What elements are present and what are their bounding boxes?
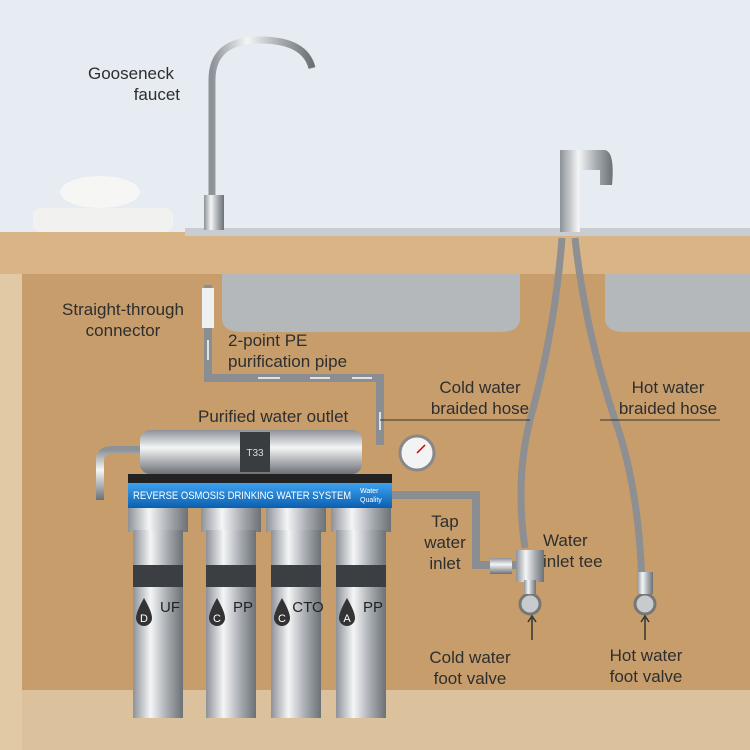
membrane-model: T33 (246, 448, 264, 459)
label-line: 2-point PE (228, 331, 308, 350)
filter-cap (201, 508, 261, 532)
filter-name: CTO (292, 599, 323, 616)
countertop (0, 232, 750, 274)
basin-faucet (560, 150, 613, 232)
filter-stage-letter: A (343, 613, 351, 625)
filter-name: PP (363, 599, 383, 616)
water-drop-icon (136, 598, 152, 626)
filter-name: UF (160, 599, 180, 616)
filter-cap (331, 508, 391, 532)
label-line: water (424, 533, 466, 552)
label-line: Gooseneck (88, 64, 174, 83)
filter-stage-letter: D (140, 613, 148, 625)
system-band-text: REVERSE OSMOSIS DRINKING WATER SYSTEM (133, 490, 352, 502)
flow-arrows (207, 340, 381, 430)
filter-cap (128, 508, 188, 532)
gauge-needle (416, 444, 426, 454)
label-line: foot valve (433, 669, 507, 688)
label-gooseneck-faucet: Gooseneck faucet (88, 63, 180, 105)
membrane-label (240, 432, 270, 472)
plates (33, 208, 173, 232)
label-cold-water-hose: Cold water braided hose (420, 377, 540, 419)
hot-valve-pointer (640, 614, 650, 640)
inlet-valve (490, 558, 512, 574)
label-line: braided hose (618, 399, 718, 418)
filter-band (271, 565, 321, 587)
cold-valve-stem (524, 580, 536, 594)
filter-name: PP (233, 599, 253, 616)
label-line: Straight-through (62, 300, 184, 319)
label-line: Tap (431, 512, 459, 531)
filter-stage-letter: C (278, 613, 286, 625)
bracket (128, 474, 392, 484)
label-line: faucet (133, 85, 180, 104)
water-drop-icon (209, 598, 225, 626)
label-pe-pipe: 2-point PE purification pipe (228, 330, 347, 372)
water-inlet-tee (516, 550, 544, 582)
label-line: Cold water (439, 378, 521, 397)
label-purified-water-outlet: Purified water outlet (198, 407, 349, 426)
label-line: Cold water (429, 648, 511, 667)
label-line: Hot water (609, 646, 683, 665)
label-water-inlet-tee: Water inlet tee (543, 530, 603, 572)
side-tube (96, 446, 140, 500)
blue-band (128, 483, 392, 508)
sink-basin-left (222, 274, 520, 332)
brand-logo: Water Quality (360, 488, 382, 504)
hot-valve-stem (637, 572, 653, 594)
sink-basin-right (605, 274, 750, 332)
gooseneck-faucet-base (204, 195, 224, 230)
straight-through-connector (202, 288, 214, 328)
gooseneck-faucet (208, 36, 316, 230)
filter-band (133, 565, 183, 587)
cold-water-foot-valve (518, 592, 542, 616)
label-straight-through-connector: Straight-through connector (48, 299, 198, 341)
label-line: foot valve (609, 667, 683, 686)
hot-water-foot-valve (633, 592, 657, 616)
label-line: inlet (429, 554, 461, 573)
sink-rim (185, 228, 750, 236)
label-line: Water (543, 531, 588, 550)
pe-purification-pipe (204, 285, 384, 445)
cold-valve-pointer (527, 614, 537, 640)
label-hot-water-hose: Hot water braided hose (608, 377, 728, 419)
label-line: inlet tee (543, 552, 603, 571)
water-drop-icon (274, 598, 290, 626)
bowl (60, 176, 140, 208)
cold-water-hose (517, 237, 566, 549)
water-drop-icon (339, 598, 355, 626)
label-line: braided hose (430, 399, 530, 418)
label-line: Hot water (631, 378, 705, 397)
cabinet-left-panel (0, 274, 22, 750)
label-line: purification pipe (228, 352, 348, 371)
label-tap-water-inlet: Tap water inlet (420, 511, 470, 574)
filter-band (206, 565, 256, 587)
filter-stage-letter: C (213, 613, 221, 625)
filter-band (336, 565, 386, 587)
filter-cap (266, 508, 326, 532)
label-cold-water-foot-valve: Cold water foot valve (410, 647, 530, 689)
label-line: connector (85, 321, 161, 340)
label-hot-water-foot-valve: Hot water foot valve (586, 645, 706, 687)
